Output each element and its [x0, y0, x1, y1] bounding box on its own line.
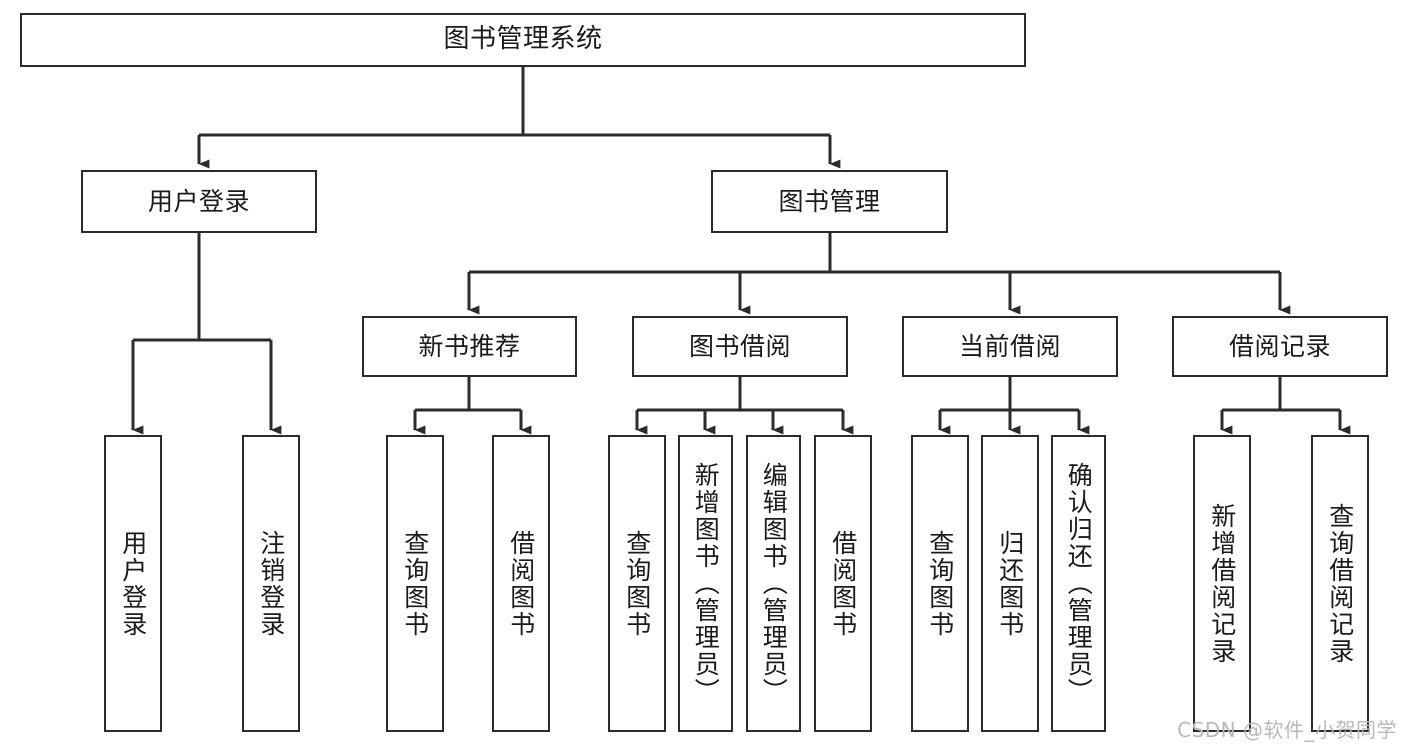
node-leaf-add-book-admin[interactable]: 新增图书（管理员） — [678, 435, 733, 732]
node-label: 查询图书 — [622, 529, 652, 638]
node-leaf-add-borrow-record[interactable]: 新增借阅记录 — [1193, 435, 1251, 732]
node-label: 归还图书 — [995, 529, 1025, 638]
node-label: 新书推荐 — [418, 331, 521, 361]
node-label: 查询借阅记录 — [1325, 502, 1355, 665]
node-label: 编辑图书（管理员） — [759, 462, 789, 705]
node-label: 查询图书 — [925, 529, 955, 638]
node-new-book-recommend[interactable]: 新书推荐 — [362, 316, 577, 377]
node-label: 用户登录 — [118, 529, 148, 638]
node-leaf-query-book-borrow[interactable]: 查询图书 — [608, 435, 666, 732]
node-label: 借阅图书 — [828, 529, 858, 638]
node-book-borrow[interactable]: 图书借阅 — [632, 316, 848, 377]
node-leaf-edit-book-admin[interactable]: 编辑图书（管理员） — [746, 435, 801, 732]
node-label: 确认归还（管理员） — [1064, 462, 1094, 705]
node-current-borrow[interactable]: 当前借阅 — [902, 316, 1118, 377]
node-label: 图书借阅 — [688, 331, 791, 361]
node-label: 注销登录 — [256, 529, 286, 638]
node-book-management-system[interactable]: 图书管理系统 — [20, 13, 1026, 67]
node-leaf-borrow-book[interactable]: 借阅图书 — [814, 435, 872, 732]
node-leaf-confirm-return-admin[interactable]: 确认归还（管理员） — [1051, 435, 1106, 732]
node-label: 借阅图书 — [506, 529, 536, 638]
node-label: 当前借阅 — [958, 331, 1061, 361]
node-leaf-query-book-current[interactable]: 查询图书 — [911, 435, 969, 732]
node-label: 图书管理系统 — [443, 24, 603, 55]
node-label: 用户登录 — [147, 186, 250, 216]
node-label: 新增借阅记录 — [1207, 502, 1237, 665]
node-leaf-logout[interactable]: 注销登录 — [242, 435, 300, 732]
node-label: 借阅记录 — [1228, 331, 1331, 361]
watermark-text: CSDN @软件_小贺同学 — [1177, 718, 1397, 742]
node-leaf-return-book[interactable]: 归还图书 — [981, 435, 1039, 732]
node-label: 查询图书 — [400, 529, 430, 638]
node-label: 新增图书（管理员） — [691, 462, 721, 705]
node-borrow-record[interactable]: 借阅记录 — [1172, 316, 1388, 377]
node-leaf-borrow-book-recommend[interactable]: 借阅图书 — [492, 435, 550, 732]
node-user-login[interactable]: 用户登录 — [81, 170, 317, 233]
node-book-management[interactable]: 图书管理 — [711, 170, 948, 233]
node-leaf-query-borrow-record[interactable]: 查询借阅记录 — [1311, 435, 1369, 732]
node-leaf-user-login[interactable]: 用户登录 — [104, 435, 162, 732]
node-label: 图书管理 — [778, 186, 881, 216]
node-leaf-query-book-recommend[interactable]: 查询图书 — [386, 435, 444, 732]
